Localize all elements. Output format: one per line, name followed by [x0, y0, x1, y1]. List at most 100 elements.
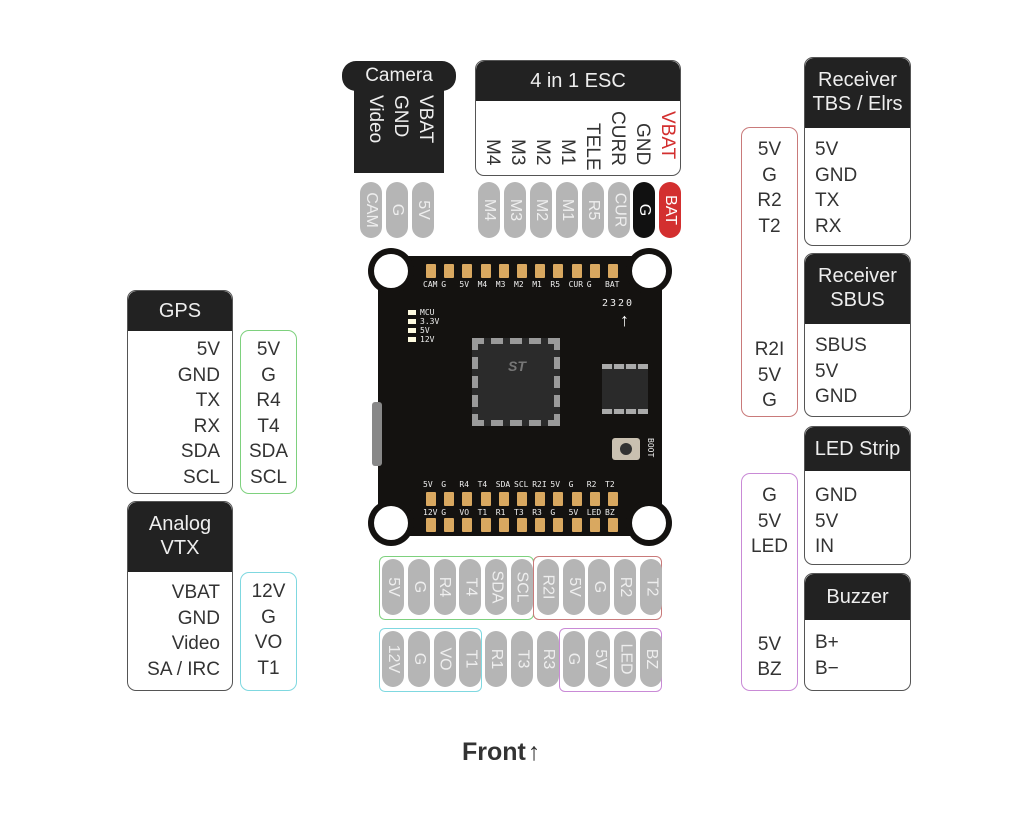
gps-pad: T4 [257, 415, 280, 437]
bottom-pad-pill: R2I [536, 559, 559, 615]
receiver-tbs-title-line1: Receiver [818, 69, 897, 91]
bottom-pad-pill: LED [614, 631, 637, 687]
pad-bat: BAT [659, 182, 681, 238]
receiver-pad: 5V [757, 139, 782, 160]
board-silk-label: 5V [423, 480, 433, 489]
usb-port [372, 402, 382, 466]
board-silk-label: 5V [568, 508, 579, 517]
board-silk-label: G [441, 480, 447, 489]
gps-pad: SDA [248, 441, 289, 462]
front-arrow-icon: ↑ [527, 738, 541, 766]
vtx-pad: T1 [257, 657, 280, 679]
board-silk-label: CAM [423, 280, 438, 289]
receiver-sbus-title-line2: SBUS [830, 289, 885, 311]
flash-chip [602, 364, 648, 414]
front-arrow-icon: ↑ [620, 310, 629, 330]
board-silk-label: M4 [477, 280, 488, 289]
bottom-pad-pill: T1 [459, 631, 482, 687]
receiver-pad: G [762, 390, 777, 411]
esc-wire: M3 [507, 139, 528, 166]
board-silk-label: CUR [568, 280, 584, 289]
board-pad [608, 264, 618, 278]
bottom-pad-pill: R4 [433, 559, 456, 615]
bottom-pad-pill: 12V [382, 631, 404, 687]
board-silk-label: R2I [532, 480, 547, 489]
receiver-sbus-title: Receiver SBUS [805, 254, 910, 324]
gps-pad-group: 5V G R4 T4 SDA SCL [240, 330, 297, 494]
receiver-tbs-wires: 5V GND TX RX [815, 137, 910, 239]
board-pad [462, 518, 473, 532]
status-leds: MCU 3.3V 5V 12V [408, 308, 439, 344]
board-silk-label: G [441, 280, 447, 289]
board-pad [553, 492, 564, 506]
pad-cam: CAM [360, 182, 382, 238]
bottom-pad-pill: G [407, 559, 430, 615]
mount-hole [374, 506, 408, 540]
receiver-tbs-title-line2: TBS / Elrs [812, 93, 903, 115]
camera-wire: GND [390, 95, 411, 138]
vtx-card: Analog VTX VBAT GND Video SA / IRC [127, 501, 233, 691]
bottom-pad-pill: R3 [536, 631, 559, 687]
esc-wire: CURR [607, 111, 628, 166]
vtx-pad: VO [254, 632, 283, 653]
vtx-title-line2: VTX [160, 537, 200, 559]
bottom-pad-pill: R2 [614, 559, 637, 615]
pad-cur: CUR [608, 182, 630, 238]
camera-wire: VBAT [415, 95, 436, 144]
board-pad [498, 492, 509, 506]
bottom-pad-pill: G [588, 559, 611, 615]
board-silk-label: 5V [459, 280, 470, 289]
board-silk-label: M1 [532, 280, 542, 289]
bottom-pad-pill: BZ [640, 631, 662, 687]
esc-wire: GND [632, 123, 653, 166]
board-pad [589, 492, 600, 506]
boot-button [612, 438, 640, 460]
vtx-wires: VBAT GND Video SA / IRC [128, 580, 220, 682]
receiver-tbs-wire: GND [815, 164, 858, 186]
esc-wire: M2 [532, 139, 553, 166]
buzzer-title: Buzzer [805, 574, 910, 620]
led-strip-wire: IN [815, 536, 834, 557]
led-buzzer-pad-group: G 5V LED 5V BZ [741, 473, 798, 691]
gps-wire: SDA [180, 441, 220, 462]
board-silk-label: T4 [477, 480, 488, 489]
buzzer-wires: B+ B− [815, 630, 910, 681]
board-pad [517, 518, 527, 532]
bottom-pad-pill: R1 [485, 631, 508, 687]
led-strip-wire: GND [815, 485, 858, 506]
board-pad [608, 492, 618, 506]
pad-gnd: G [633, 182, 655, 238]
receiver-sbus-wire: GND [815, 386, 858, 407]
led-strip-wires: GND 5V IN [815, 483, 910, 560]
board-pad [426, 518, 436, 532]
vtx-pad: 12V [251, 581, 286, 602]
buzzer-card: Buzzer B+ B− [804, 573, 911, 691]
board-silk-label: BZ [605, 508, 615, 517]
front-text: Front [462, 738, 526, 766]
bottom-pad-pill: G [562, 631, 585, 687]
board-pad [571, 492, 582, 506]
vtx-title: Analog VTX [128, 502, 232, 572]
board-silk-label: R3 [532, 508, 542, 517]
bottom-pad-pill: T4 [459, 559, 482, 615]
vtx-wire: SA / IRC [147, 658, 220, 680]
gps-title: GPS [128, 291, 232, 331]
board-pad [535, 518, 546, 532]
board-pad [535, 492, 546, 506]
led-label: 3.3V [420, 317, 440, 326]
receiver-pad: R2I [754, 339, 785, 360]
receiver-tbs-title: Receiver TBS / Elrs [805, 58, 910, 128]
mcu-chip: ST [472, 338, 560, 426]
receiver-pad: G [762, 164, 777, 186]
camera-body: Video GND VBAT [354, 89, 444, 173]
board-silk-label: R2 [586, 480, 597, 489]
buzzer-pad: 5V [757, 633, 782, 655]
bottom-pad-pill: G [407, 631, 430, 687]
board-silk-label: T3 [514, 508, 524, 517]
board-silk-label: G [586, 280, 592, 289]
board-pad [517, 492, 527, 506]
gps-wire: SCL [183, 466, 220, 488]
board-pad [608, 518, 618, 532]
mount-hole [632, 506, 666, 540]
